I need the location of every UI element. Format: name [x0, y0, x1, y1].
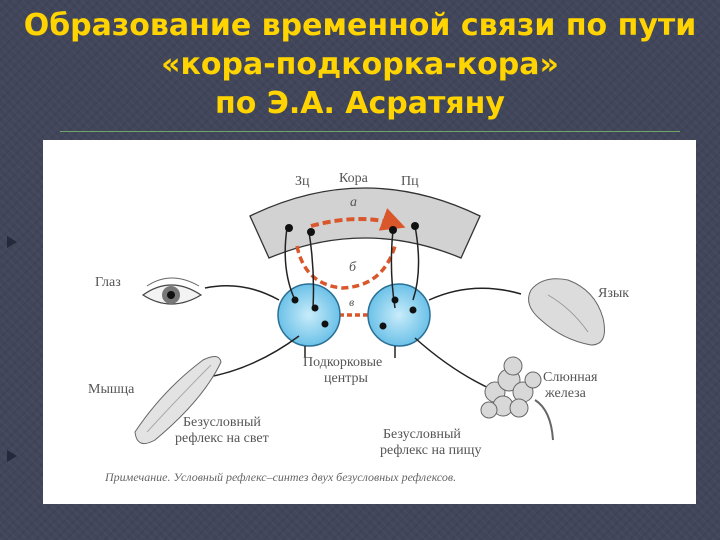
slide-title: Образование временной связи по пути «кор… [0, 6, 720, 123]
diagram-drawing [134, 187, 605, 445]
figure-note: Примечание. Условный рефлекс–синтез двух… [105, 470, 457, 484]
subcortical-center-left [277, 283, 341, 347]
label-subcortical-line2: центры [324, 371, 368, 386]
pathway-a [310, 208, 406, 231]
title-line-3: по Э.А. Асратяну [215, 86, 505, 121]
label-muscle: Мышца [88, 382, 135, 397]
label-subcortical-line1: Подкорковые [303, 355, 383, 370]
label-zc: Зц [295, 174, 310, 189]
title-line-1: Образование временной связи по пути [23, 8, 697, 43]
label-b: б [349, 260, 357, 275]
bullet-marker [7, 450, 17, 462]
label-v: в [349, 295, 355, 309]
label-pc: Пц [401, 174, 419, 189]
title-line-2: «кора-подкорка-кора» [161, 47, 559, 82]
cortex-band [249, 187, 481, 259]
pathway-b [295, 245, 397, 290]
bullet-marker [7, 236, 17, 248]
label-uncond-light-line1: Безусловный [183, 415, 261, 430]
label-eye: Глаз [95, 275, 121, 290]
label-salivary-line2: железа [545, 386, 586, 401]
label-uncond-food-line1: Безусловный [383, 427, 461, 442]
label-cortex: Кора [339, 171, 368, 186]
label-uncond-light-line2: рефлекс на свет [175, 431, 269, 446]
subcortical-center-right [367, 283, 431, 347]
label-uncond-food-line2: рефлекс на пищу [380, 443, 482, 458]
muscle-illustration [134, 356, 222, 445]
label-a: а [350, 195, 357, 210]
title-divider [60, 131, 680, 132]
eye-illustration [141, 277, 203, 305]
label-salivary-line1: Слюнная [543, 370, 598, 385]
salivary-gland-illustration [480, 356, 554, 441]
synapse-dots [285, 222, 419, 330]
diagram-figure: Зц Кора Пц а б в Глаз Язык Мышца Подкорк… [43, 140, 696, 504]
label-tongue: Язык [598, 286, 630, 301]
neuron-fibers [202, 225, 522, 391]
tongue-illustration [528, 278, 605, 346]
